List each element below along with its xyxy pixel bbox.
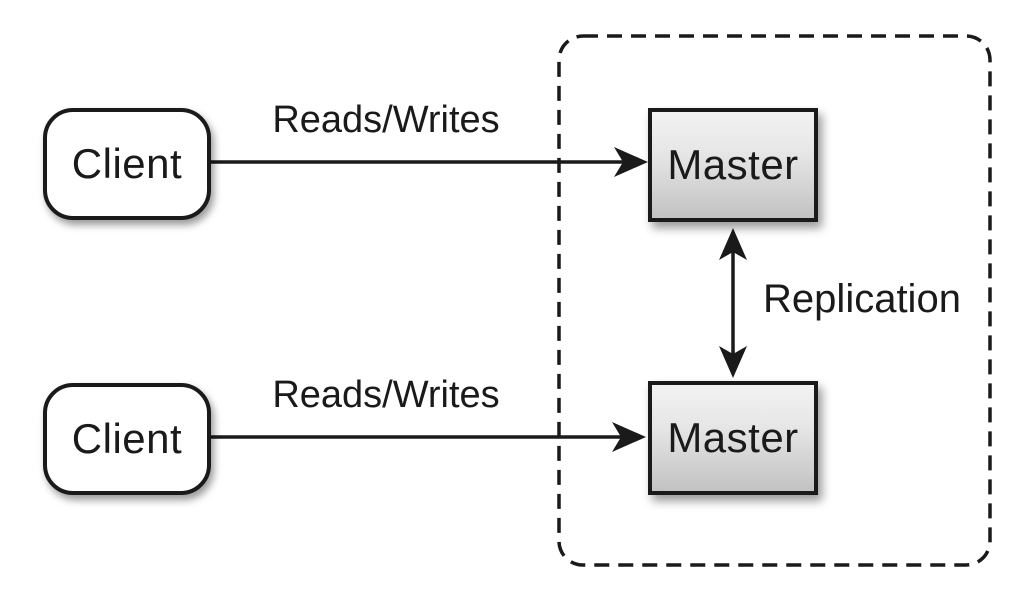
edge-label-reads-writes-top: Reads/Writes [272,99,500,141]
edge-replication [719,228,747,378]
arrowhead-right-icon [612,422,646,452]
arrowhead-down-icon [719,346,747,378]
arrowhead-right-icon [614,147,648,177]
node-master-top: Master [648,108,818,222]
node-master-top-label: Master [667,141,799,188]
node-client-bottom-label: Client [71,415,183,462]
replication-cluster-boundary [557,34,992,567]
node-master-bottom-label: Master [667,414,799,461]
node-client-top: Client [43,108,211,220]
edge-label-reads-writes-bottom: Reads/Writes [272,374,500,416]
edge-reads-writes-bottom [211,422,646,452]
node-client-bottom: Client [43,383,211,495]
edge-label-replication: Replication [763,277,961,321]
node-client-top-label: Client [71,140,183,187]
edge-reads-writes-top [211,147,648,177]
arrowhead-up-icon [719,228,747,260]
node-master-bottom: Master [648,381,818,495]
